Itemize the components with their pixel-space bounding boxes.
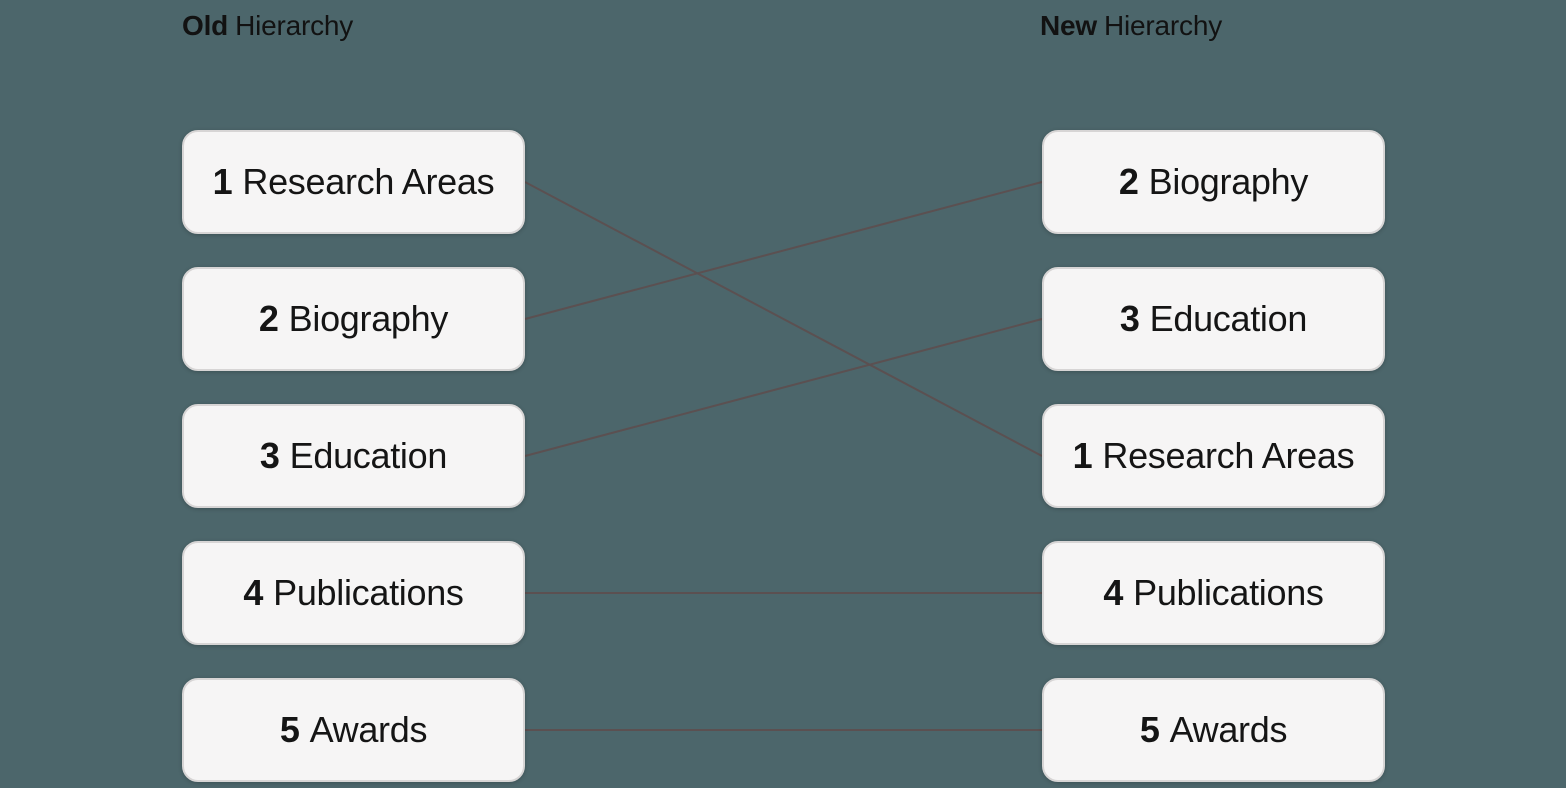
old-title-rest: Hierarchy xyxy=(235,10,354,41)
new-box-awards: 5 Awards xyxy=(1042,678,1385,782)
new-box-4-number: 4 xyxy=(1103,572,1124,613)
old-box-2-label: Biography xyxy=(288,298,449,339)
old-box-2-number: 2 xyxy=(258,298,279,339)
old-box-awards: 5 Awards xyxy=(182,678,525,782)
old-box-5-label: Awards xyxy=(309,709,428,750)
new-hierarchy-column: 2 Biography 3 Education 1 Research Areas… xyxy=(1042,130,1385,782)
new-box-3-label: Education xyxy=(1149,298,1308,339)
new-box-5-label: Awards xyxy=(1169,709,1288,750)
new-box-1-number: 1 xyxy=(1072,435,1093,476)
old-box-research-areas: 1 Research Areas xyxy=(182,130,525,234)
new-box-research-areas: 1 Research Areas xyxy=(1042,404,1385,508)
old-box-4-number: 4 xyxy=(243,572,264,613)
old-box-publications: 4 Publications xyxy=(182,541,525,645)
new-box-2-number: 2 xyxy=(1118,161,1139,202)
old-box-1-label: Research Areas xyxy=(242,161,495,202)
new-box-3-number: 3 xyxy=(1119,298,1140,339)
old-box-3-number: 3 xyxy=(259,435,280,476)
old-box-1-number: 1 xyxy=(212,161,233,202)
old-box-4-label: Publications xyxy=(273,572,464,613)
new-title-rest: Hierarchy xyxy=(1103,10,1222,41)
new-title-bold: New xyxy=(1040,10,1097,41)
connector-line xyxy=(524,181,1043,320)
connector-line xyxy=(524,181,1043,457)
new-box-1-label: Research Areas xyxy=(1102,435,1355,476)
connector-line xyxy=(524,318,1043,457)
old-hierarchy-column: 1 Research Areas 2 Biography 3 Education… xyxy=(182,130,525,782)
new-box-5-number: 5 xyxy=(1139,709,1160,750)
new-box-biography: 2 Biography xyxy=(1042,130,1385,234)
old-title-bold: Old xyxy=(182,10,229,41)
new-box-2-label: Biography xyxy=(1148,161,1309,202)
old-box-5-number: 5 xyxy=(279,709,300,750)
new-box-4-label: Publications xyxy=(1133,572,1324,613)
old-box-3-label: Education xyxy=(289,435,448,476)
new-box-education: 3 Education xyxy=(1042,267,1385,371)
old-box-education: 3 Education xyxy=(182,404,525,508)
new-box-publications: 4 Publications xyxy=(1042,541,1385,645)
old-box-biography: 2 Biography xyxy=(182,267,525,371)
